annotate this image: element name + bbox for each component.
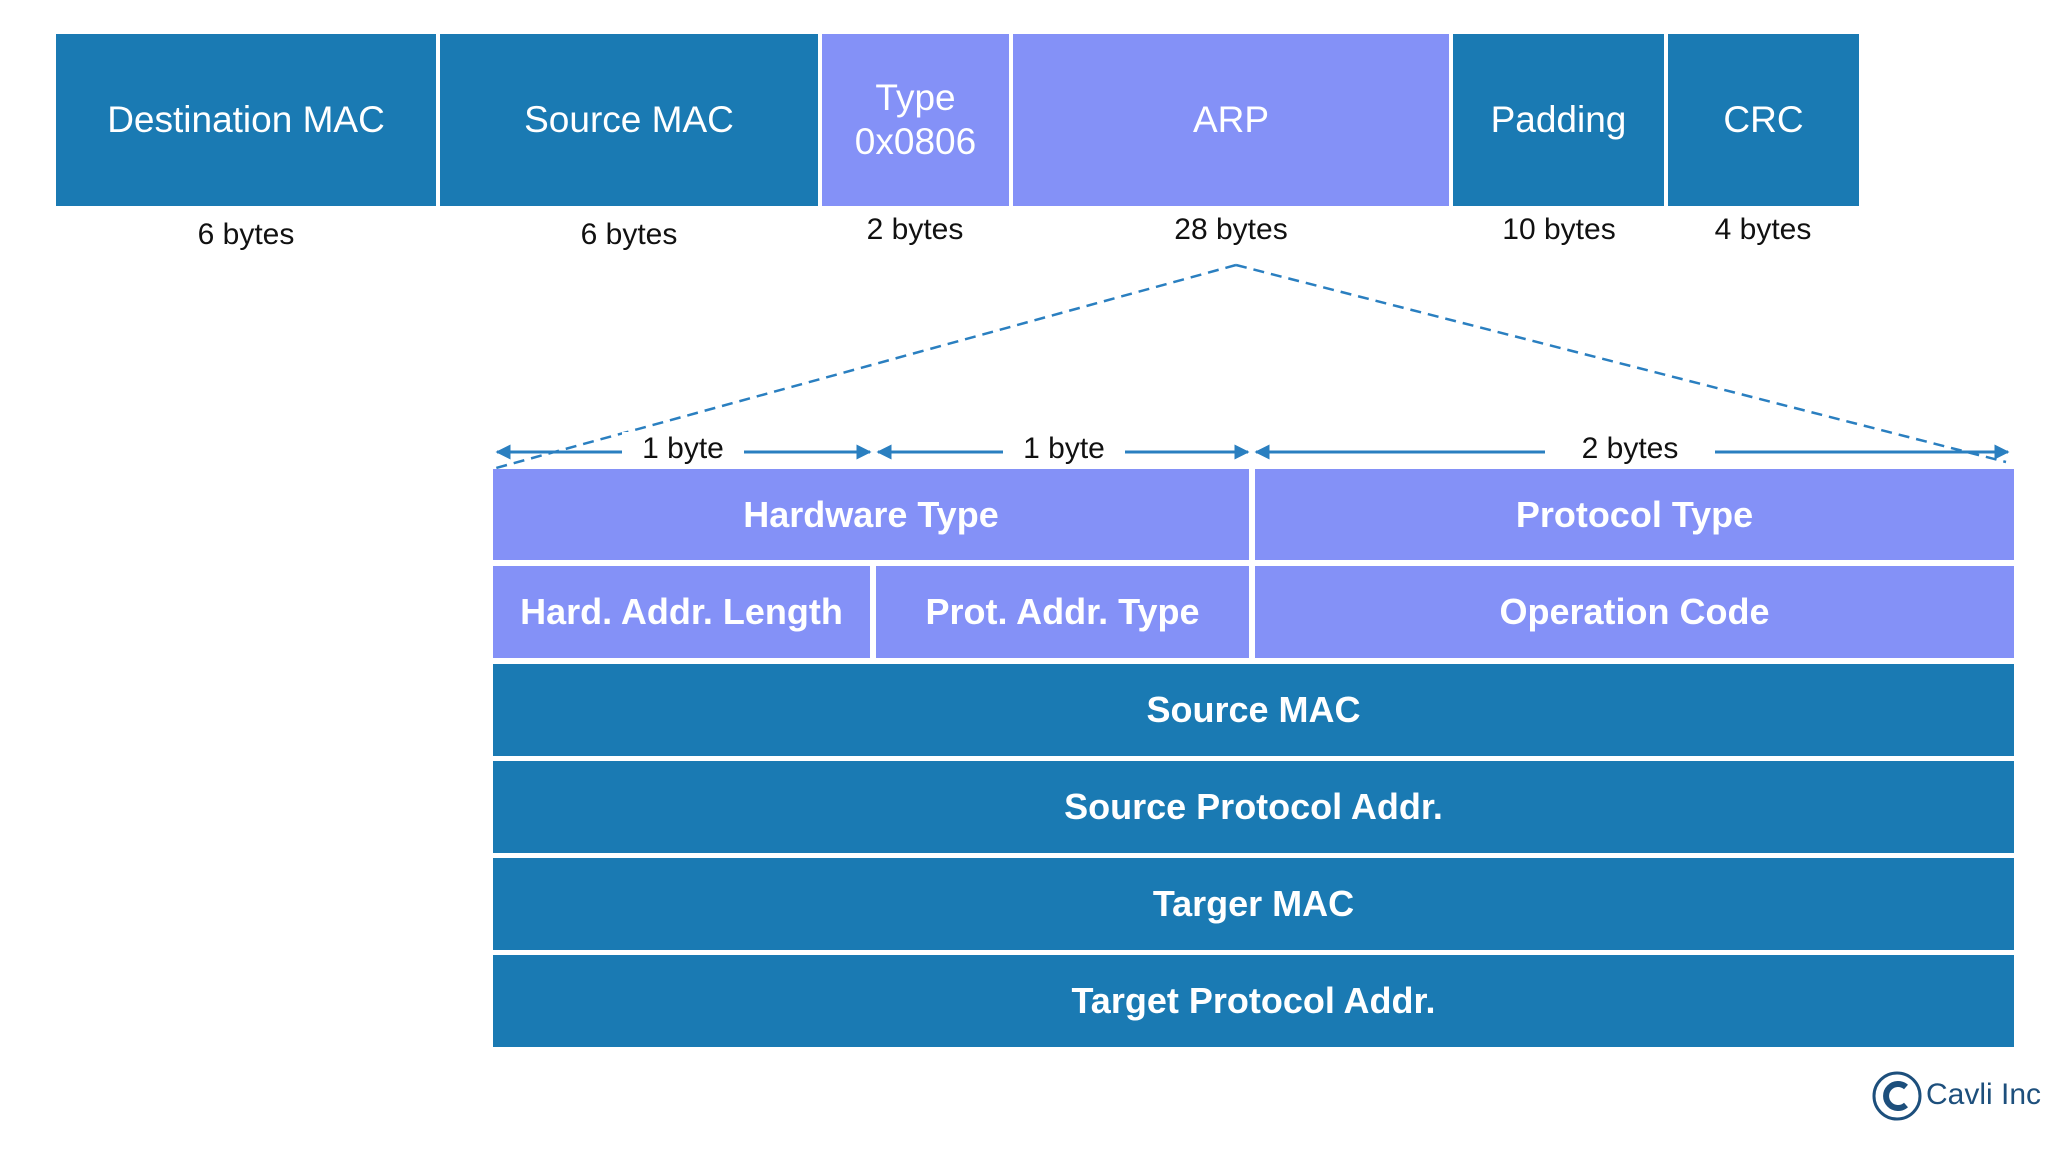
arp-field-label: Source MAC bbox=[1146, 689, 1361, 730]
frame-size-label: 10 bytes bbox=[1502, 213, 1616, 246]
frame-field-label: Padding bbox=[1490, 99, 1627, 140]
arp-field-label: Hard. Addr. Length bbox=[520, 591, 843, 632]
arp-field-label: Source Protocol Addr. bbox=[1064, 786, 1443, 827]
logo-text: Cavli Inc bbox=[1926, 1078, 2042, 1111]
copyright-c-icon bbox=[1872, 1071, 1922, 1121]
frame-field-crc: CRC bbox=[1668, 34, 1859, 206]
frame-size-label: 2 bytes bbox=[866, 213, 964, 246]
frame-field-label: ARP bbox=[1192, 99, 1270, 140]
arp-operation-code: Operation Code bbox=[1255, 566, 2014, 658]
frame-size-label: 6 bytes bbox=[580, 218, 678, 251]
frame-field-label-line1: Type bbox=[875, 77, 956, 118]
arp-field-label: Target Protocol Addr. bbox=[1071, 980, 1436, 1021]
frame-field-label: Destination MAC bbox=[107, 99, 385, 140]
frame-field-destination-mac: Destination MAC bbox=[56, 34, 436, 206]
frame-field-label: Source MAC bbox=[524, 99, 734, 140]
arp-protocol-type: Protocol Type bbox=[1255, 469, 2014, 560]
arp-hard-addr-length: Hard. Addr. Length bbox=[493, 566, 870, 658]
expand-line-right bbox=[1235, 263, 2007, 464]
arp-field-label: Protocol Type bbox=[1515, 493, 1754, 535]
arp-field-label: Prot. Addr. Type bbox=[925, 591, 1200, 632]
frame-size-label: 4 bytes bbox=[1714, 213, 1812, 246]
frame-field-padding: Padding bbox=[1453, 34, 1664, 206]
frame-field-source-mac: Source MAC bbox=[440, 34, 818, 206]
frame-field-arp: ARP bbox=[1013, 34, 1449, 206]
width-label-3: 2 bytes bbox=[1545, 432, 1715, 466]
arp-field-label: Hardware Type bbox=[743, 493, 999, 535]
arp-source-mac: Source MAC bbox=[493, 664, 2014, 756]
expand-line-left bbox=[495, 263, 1237, 470]
arp-source-protocol-addr: Source Protocol Addr. bbox=[493, 761, 2014, 853]
frame-field-label: CRC bbox=[1723, 99, 1804, 140]
frame-field-type: Type 0x0806 bbox=[822, 34, 1009, 206]
arp-field-label: Operation Code bbox=[1499, 591, 1770, 632]
arp-field-label: Targer MAC bbox=[1152, 883, 1355, 924]
arp-target-mac: Targer MAC bbox=[493, 858, 2014, 950]
arp-target-protocol-addr: Target Protocol Addr. bbox=[493, 955, 2014, 1047]
arp-prot-addr-type: Prot. Addr. Type bbox=[876, 566, 1249, 658]
frame-field-label-line2: 0x0806 bbox=[854, 121, 977, 162]
frame-size-label: 28 bytes bbox=[1174, 213, 1288, 246]
width-label-1: 1 byte bbox=[622, 432, 744, 466]
frame-size-label: 6 bytes bbox=[197, 218, 295, 251]
width-label-2: 1 byte bbox=[1003, 432, 1125, 466]
arp-hardware-type: Hardware Type bbox=[493, 469, 1249, 560]
